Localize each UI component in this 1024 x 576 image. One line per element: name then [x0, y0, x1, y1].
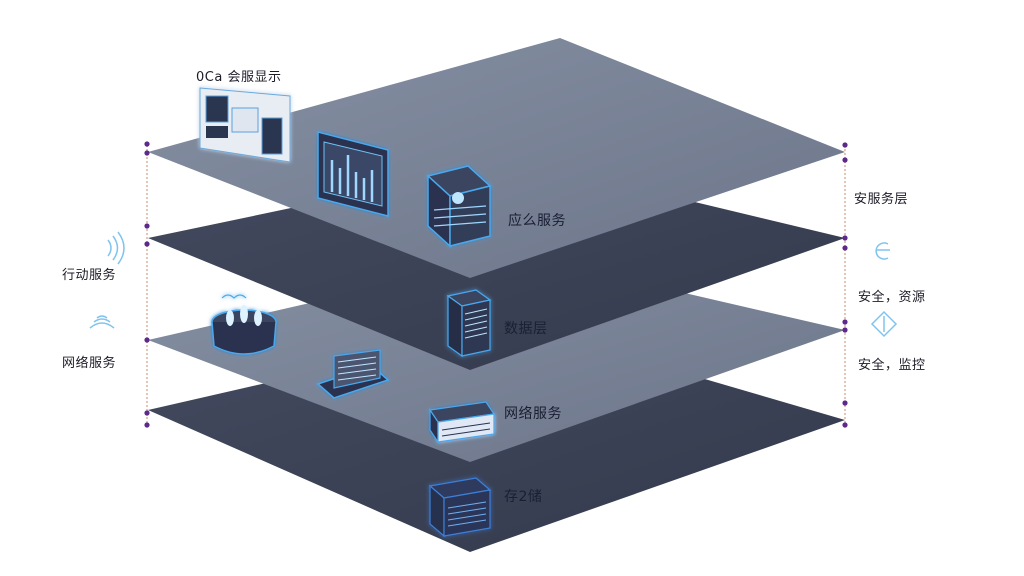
wifi-icon	[107, 231, 125, 265]
layer-label-3: 网络服务	[504, 406, 562, 422]
diamond-icon	[870, 310, 898, 338]
cube-storage-icon	[426, 165, 492, 248]
left-label-1: 行动服务	[62, 268, 117, 283]
right-label-3: 安全，监控	[858, 358, 926, 373]
network-device-icon	[428, 401, 496, 444]
left-label-2: 网络服务	[62, 356, 117, 371]
layer-plane-1	[148, 38, 845, 278]
diagram-title: 0Ca 会服显示	[196, 70, 282, 85]
document-tray-icon	[316, 349, 390, 399]
server-tower-icon	[446, 289, 492, 358]
wifi-icon	[89, 315, 115, 329]
database-rack-icon	[428, 477, 492, 538]
dashboard-panel-icon	[199, 87, 291, 163]
layer-label-4: 存2储	[504, 489, 543, 505]
right-label-2: 安全，资源	[858, 290, 926, 305]
right-label-1: 安服务层	[854, 192, 909, 207]
layer-label-1: 应么服务	[508, 213, 566, 229]
bar-chart-monitor-icon	[317, 131, 389, 217]
layer-label-2: 数据层	[504, 321, 548, 337]
network-cluster-icon	[211, 294, 277, 355]
currency-icon	[875, 242, 890, 260]
connector-nodes	[144, 141, 848, 428]
